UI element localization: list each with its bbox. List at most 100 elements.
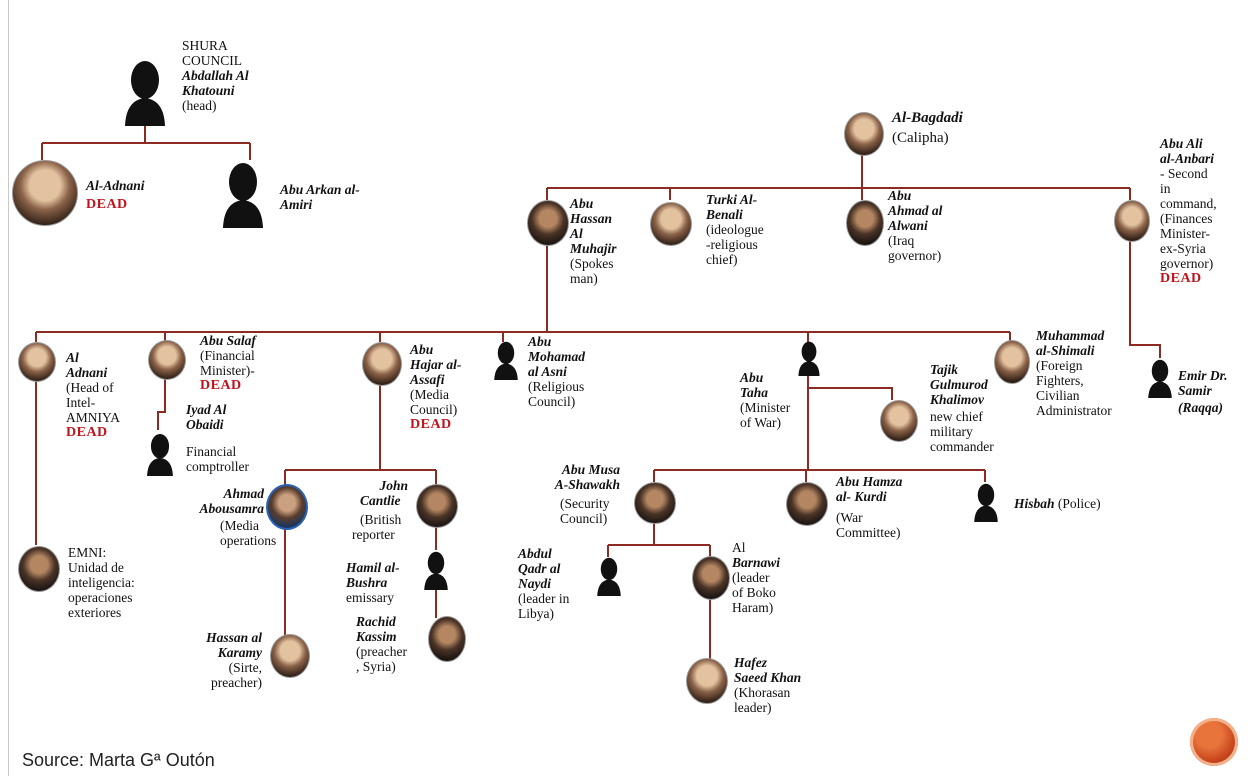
benali-name-2: Benali [706,207,743,222]
salaf-role-2: Minister)- [200,363,255,378]
silhouette-icon [595,556,623,596]
assafi-name-1: Abu [410,342,434,357]
alwani-name-2: Ahmad al [888,203,943,218]
hisbah-role: (Police) [1057,496,1101,511]
alwani-name-1: Abu [888,188,912,203]
kurdi-name-2: al- Kurdi [836,489,887,504]
obaidi-name-2: Obaidi [186,417,224,432]
bushra-role-1: emissary [346,590,394,605]
barnawi-role-2: of Boko [732,585,776,600]
anbari-name-2: al-Anbari [1160,151,1215,166]
taha-role-2: of War) [740,415,782,430]
muhajir-name-1: Abu [570,196,594,211]
silhouette-icon [972,482,1000,522]
khalimov-name-3: Khalimov [930,392,985,407]
obaidi-name-1: Iyad Al [186,402,227,417]
emni-text-2: Unidad de [68,560,124,575]
taha-name-2: Taha [740,385,769,400]
arkan-name-2: Amiri [280,197,313,212]
muhajir-role-2: man) [570,271,598,286]
shura-name-1: Abdallah Al [182,68,249,83]
cantlie-name-1: John [379,478,408,493]
salaf-role-1: (Financial [200,348,255,363]
shimali-role-2: Fighters, [1036,373,1084,388]
dead-label: DEAD [66,425,108,440]
bushra-name-2: Bushra [346,575,388,590]
cantlie-role-2: reporter [352,527,395,542]
muhajir-name-2: Hassan [570,211,613,226]
cantlie-name-2: Cantlie [360,493,401,508]
barnawi-name-1: Al [732,540,746,555]
silhouette-icon [122,58,168,126]
emni-text-5: exteriores [68,605,122,620]
anbari-role-5: Minister- [1160,226,1210,241]
arkan-name-1: Abu Arkan al- [280,182,360,197]
naydi-name-1: Abdul [518,546,552,561]
abousamra-role-2: operations [220,533,277,548]
shawakh-name-2: A-Shawakh [554,477,620,492]
portrait-photo [266,484,308,530]
muhajir-name-3: Al [570,226,583,241]
emni-text-4: operaciones [68,590,133,605]
benali-name-1: Turki Al- [706,192,758,207]
portrait-photo [362,342,402,386]
saeed-name-2: Saeed Khan [734,670,802,685]
silhouette-icon [492,340,520,380]
adnani-intel-name-1: Al [66,350,79,365]
shimali-role-4: Administrator [1036,403,1112,418]
alwani-role-1: (Iraq [888,233,915,248]
shawakh-role-2: Council) [560,511,608,526]
asni-role-2: Council) [528,394,576,409]
dead-label: DEAD [410,417,452,432]
khalimov-role-3: commander [930,439,994,454]
muhajir-name-4: Muhajir [570,241,617,256]
emni-text-3: inteligencia: [68,575,135,590]
dead-label: DEAD [86,197,128,212]
shura-title-2: COUNCIL [182,53,242,68]
shura-name-2: Khatouni [182,83,235,98]
kurdi-name-1: Abu Hamza [836,474,903,489]
abousamra-role-1: (Media [220,518,259,533]
adnani-intel-role-3: AMNIYA [66,410,120,425]
shawakh-name-1: Abu Musa [561,462,620,477]
barnawi-name-2: Barnawi [732,555,781,570]
portrait-photo [634,482,676,524]
abousamra-name-1: Ahmad [223,486,264,501]
kurdi-role-1: (War [836,510,863,525]
salaf-name: Abu Salaf [200,333,256,348]
asni-name-2: Mohamad [528,349,586,364]
portrait-photo [1114,200,1150,242]
anbari-role-3: command, [1160,196,1217,211]
shimali-name-1: Muhammad [1036,328,1105,343]
assafi-name-2: Hajar al- [410,357,462,372]
adnani-intel-role-2: Intel- [66,395,96,410]
dead-label: DEAD [1160,271,1202,286]
shimali-role-3: Civilian [1036,388,1080,403]
decorative-circle-logo [1190,718,1238,766]
emni-text-1: EMNI: [68,545,107,560]
saeed-role-1: (Khorasan [734,685,791,700]
abousamra-name-2: Abousamra [199,501,264,516]
samir-name-2: Samir [1178,383,1212,398]
khalimov-name-2: Gulmurod [930,377,988,392]
obaidi-role-1: Financial [186,444,237,459]
anbari-role-6: ex-Syria [1160,241,1206,256]
taha-role-1: (Minister [740,400,791,415]
portrait-photo [846,200,884,246]
saeed-role-2: leader) [734,700,772,715]
barnawi-role-1: (leader [732,570,770,585]
bagdadi-role: (Calipha) [892,130,949,146]
anbari-role-7: governor) [1160,256,1214,271]
adnani-top-name: Al-Adnani [86,178,145,193]
portrait-photo [416,484,458,528]
hisbah-name: Hisbah [1014,496,1055,511]
assafi-role-1: (Media [410,387,449,402]
portrait-photo [994,340,1030,384]
kurdi-role-2: Committee) [836,525,901,540]
taha-name-1: Abu [740,370,764,385]
benali-role-2: -religious [706,237,758,252]
benali-role-3: chief) [706,252,738,267]
shimali-role-1: (Foreign [1036,358,1083,373]
shura-role: (head) [182,98,217,113]
